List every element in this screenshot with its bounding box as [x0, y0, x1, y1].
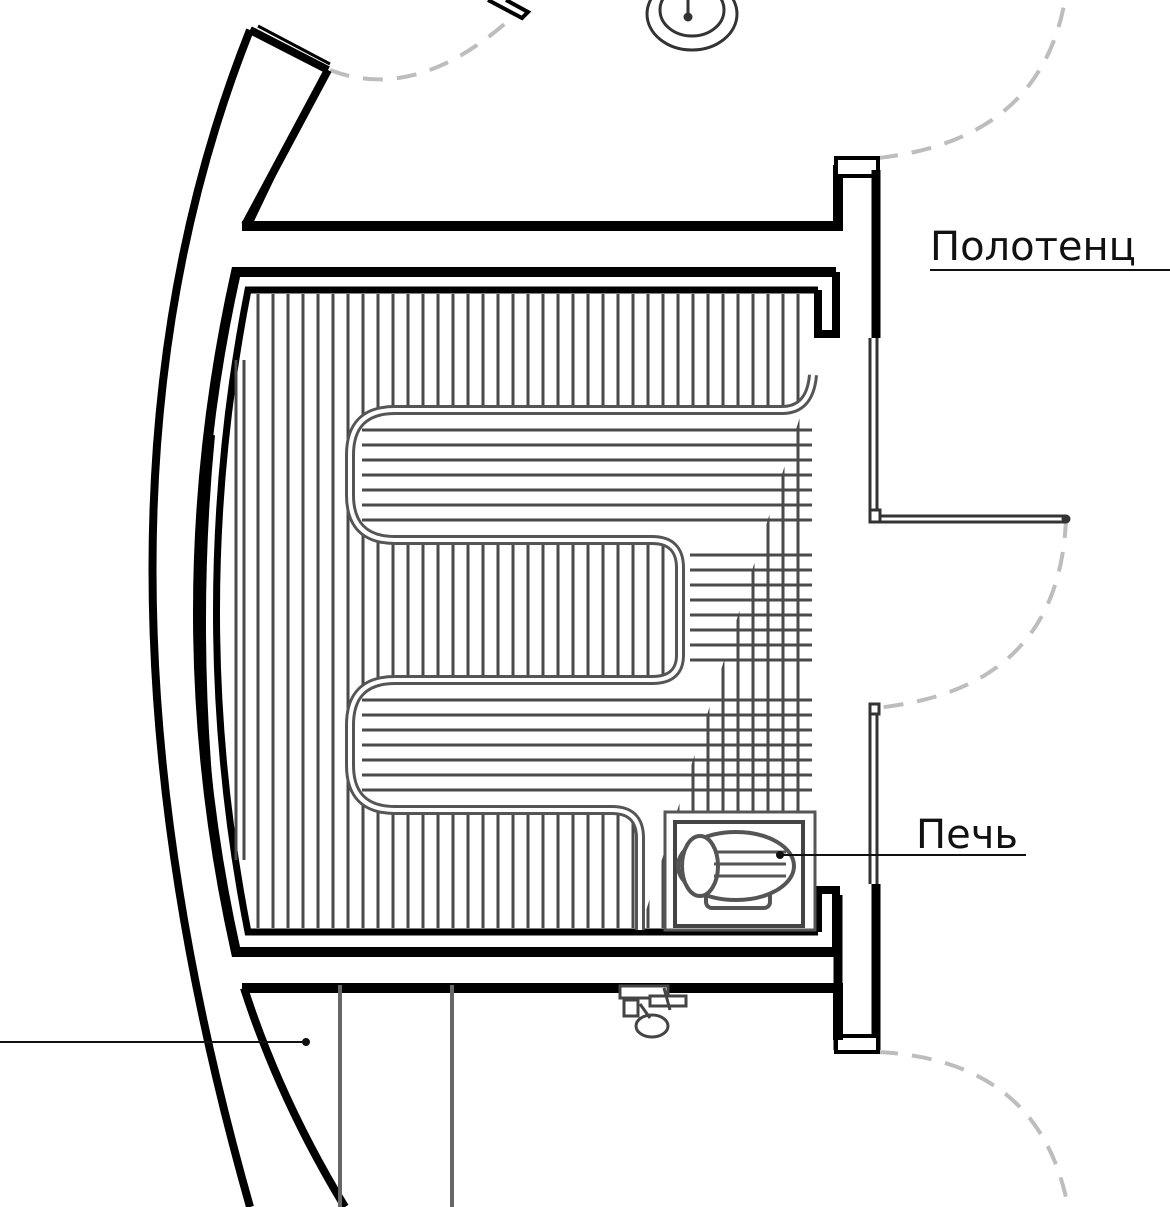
stove-icon — [676, 830, 796, 910]
stove-leader — [776, 851, 1026, 859]
door-leaf-top-left — [487, 0, 532, 21]
bench-shelf — [345, 374, 818, 930]
outer-curved-wall — [148, 24, 332, 1207]
lower-wall — [240, 983, 843, 1207]
stove — [663, 810, 817, 932]
upper-wall — [242, 165, 843, 231]
lower-pillar — [834, 1034, 880, 1054]
door-arc-top-right — [877, 0, 1067, 160]
drain-icon — [645, 0, 739, 52]
door-swing-arcs — [329, 0, 1070, 1207]
door-arc-top-left — [329, 8, 522, 82]
towel-label: Полотенц — [930, 224, 1136, 270]
glass-door — [868, 338, 1071, 884]
corridor-lines — [338, 985, 454, 1207]
door-arc-bottom-right — [877, 1050, 1070, 1207]
upper-pillar — [834, 156, 880, 178]
stove-label: Печь — [916, 812, 1018, 858]
door-arc-right — [874, 517, 1068, 710]
left-leader — [0, 1038, 310, 1046]
faucet-icon — [618, 984, 688, 1039]
bench-slats-horizontal — [362, 428, 812, 792]
